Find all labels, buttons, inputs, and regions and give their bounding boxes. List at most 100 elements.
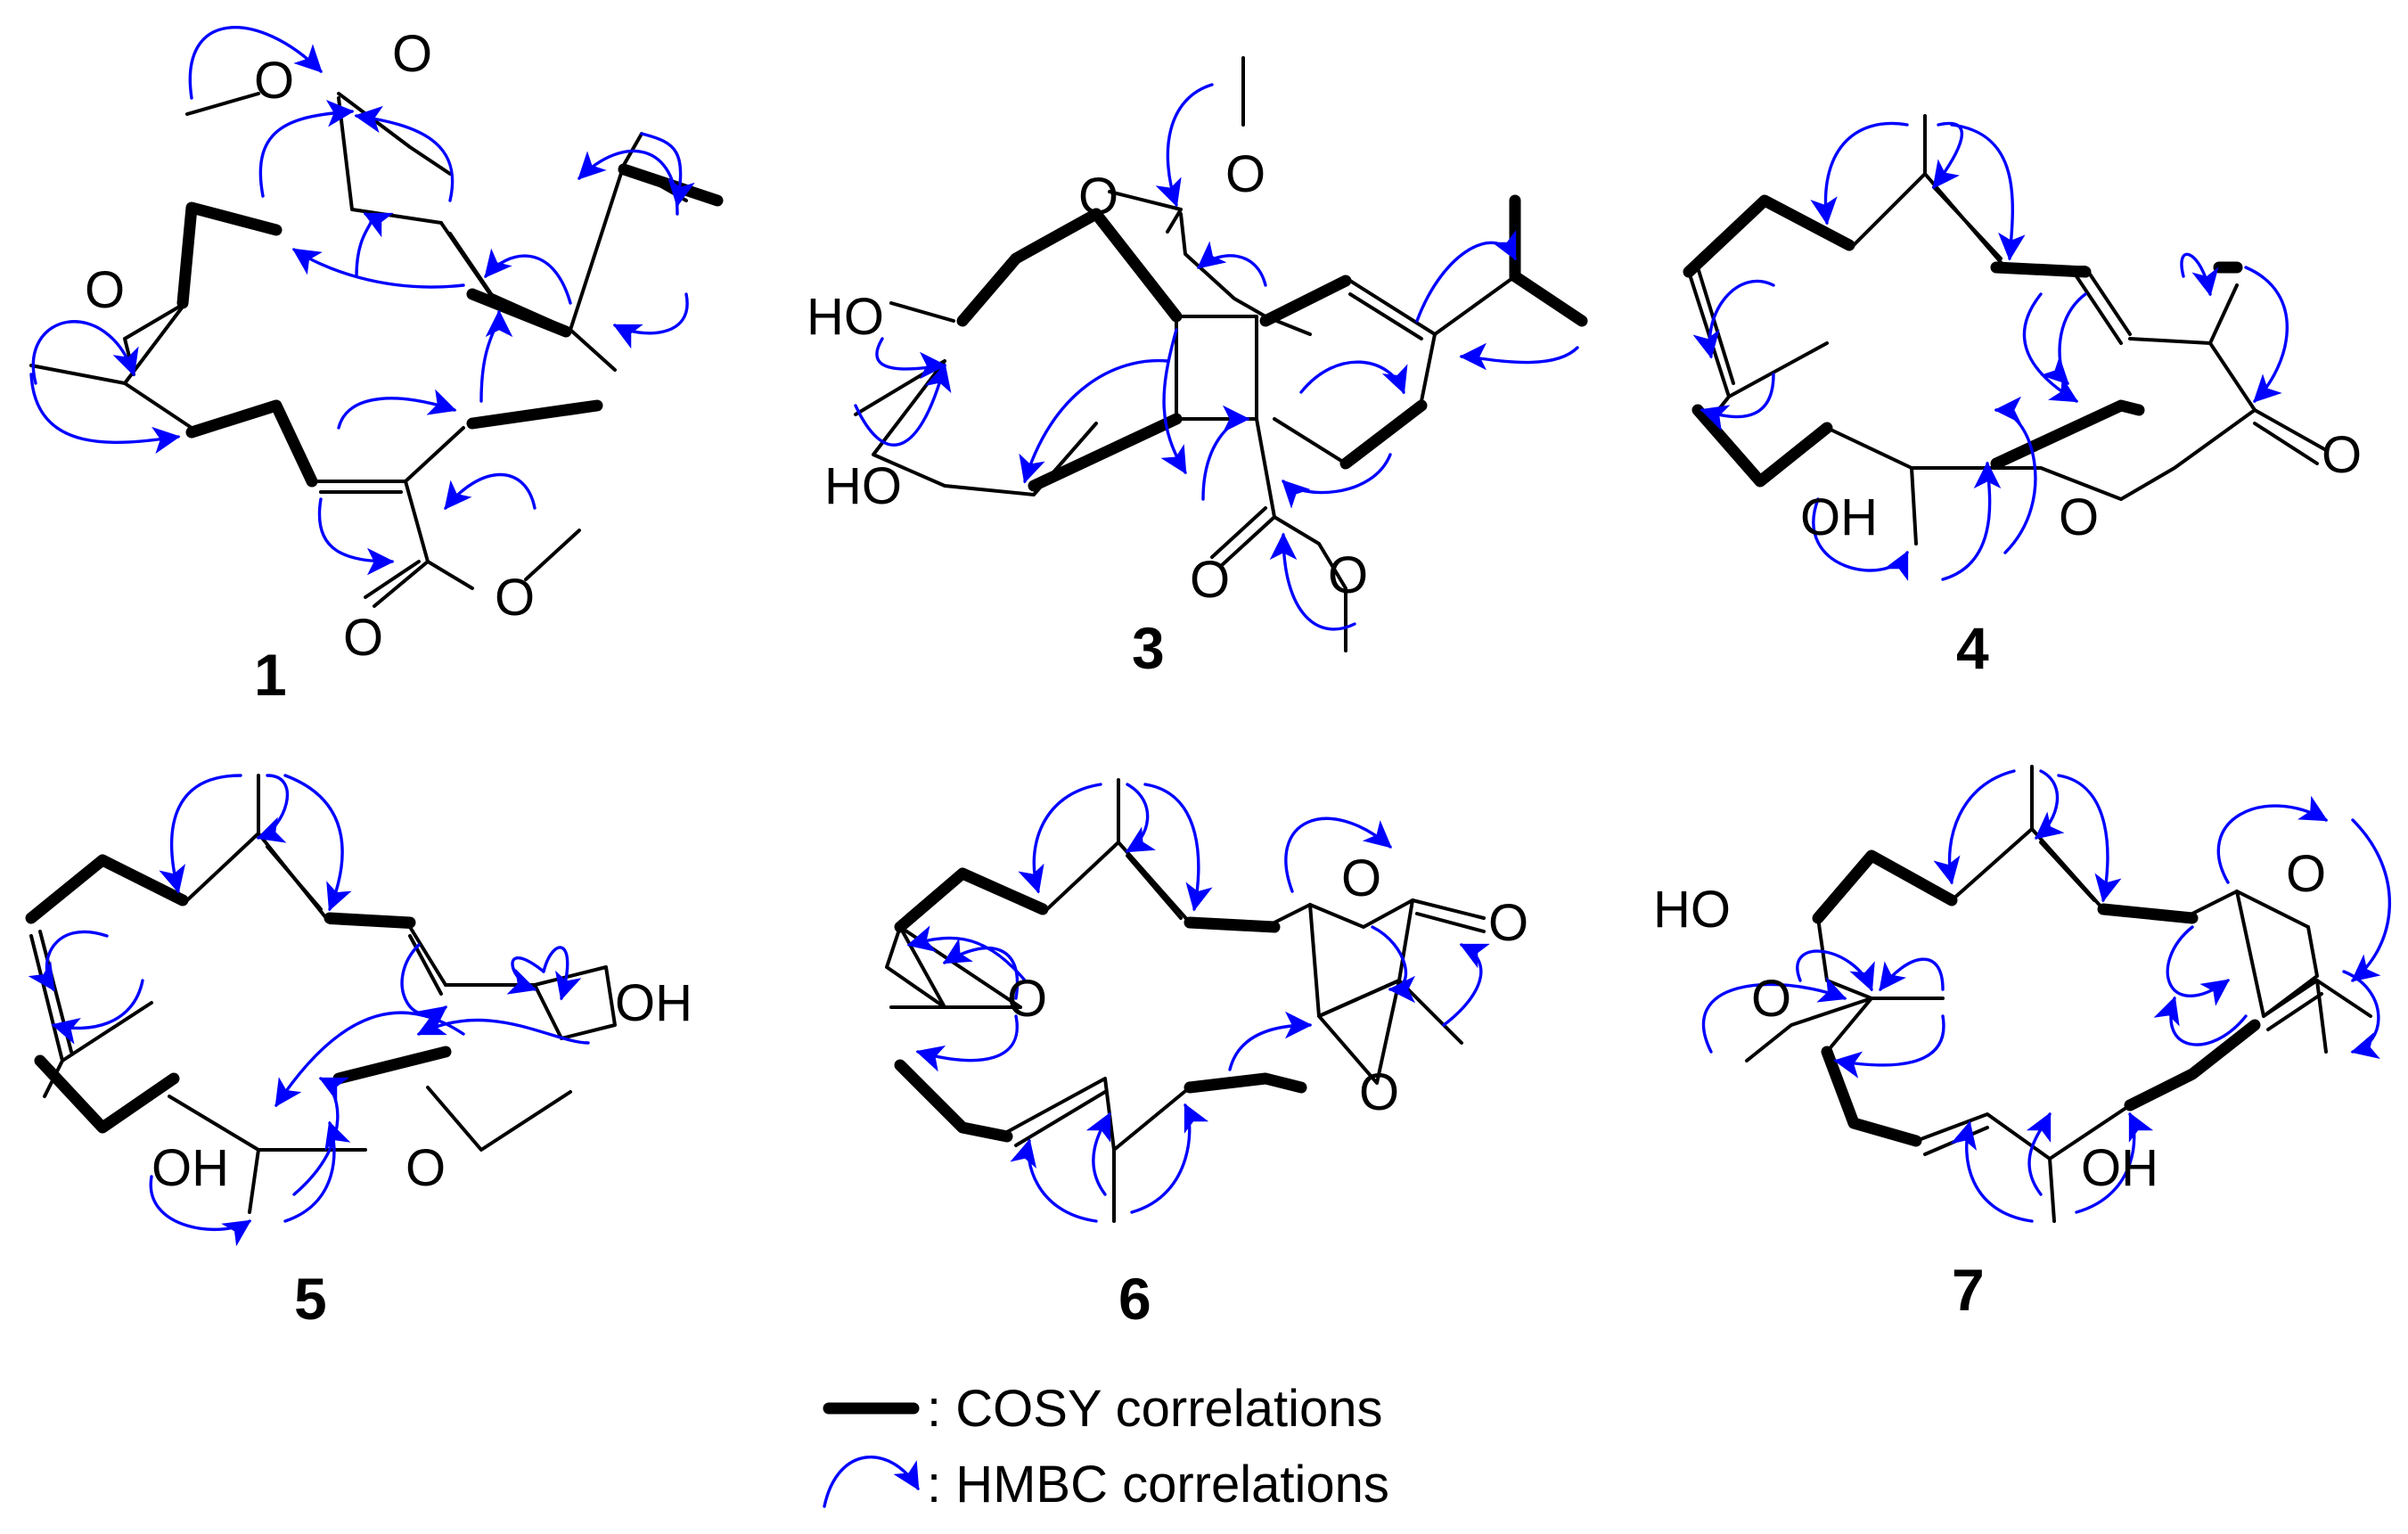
hmbc-6j xyxy=(906,925,1027,982)
lower-olefin xyxy=(315,426,465,483)
chain-top xyxy=(337,96,443,225)
hmbc-5b xyxy=(256,774,290,843)
hmbc-7d xyxy=(2216,795,2329,884)
db2 xyxy=(408,934,443,996)
hmbc-6f xyxy=(1442,943,1490,1027)
legend-cosy-label: : COSY correlations xyxy=(927,1380,1382,1438)
hmbc-3c xyxy=(854,363,952,447)
compound-1-structure: O O O O O 1 xyxy=(29,25,724,708)
cosy-b xyxy=(1990,261,2092,278)
cosy-b xyxy=(2097,903,2199,924)
db1 xyxy=(1126,854,1183,920)
left-diol xyxy=(1745,916,1873,1062)
bottom-ester xyxy=(1210,417,1347,652)
compound-label: 4 xyxy=(1956,615,1989,681)
cyclobutane xyxy=(1175,315,1258,421)
hmbc-7a xyxy=(1933,769,2016,885)
hmbc-3j xyxy=(1282,453,1392,509)
ester-bottom xyxy=(373,480,474,608)
hmbc-7j xyxy=(1879,957,1945,992)
hmbc-4c xyxy=(1950,123,2026,261)
atom-O: O xyxy=(495,569,535,627)
methoxy-top xyxy=(185,92,260,116)
methoxy-bottom xyxy=(524,529,581,581)
hmbc-4h xyxy=(1692,279,1775,359)
cosy-a xyxy=(25,854,189,924)
cosy-d xyxy=(1990,399,2145,470)
hmbc-3k xyxy=(1269,532,1356,631)
hmbc-3f xyxy=(1197,241,1267,287)
hmbc-3g xyxy=(1299,360,1408,395)
cosy-c xyxy=(894,1059,1013,1143)
atom-O: O xyxy=(1190,551,1230,609)
compound-7-structure: HO O O OH 7 xyxy=(1653,765,2391,1323)
hmbc-1o xyxy=(444,473,536,510)
hmbc-3l xyxy=(1201,405,1250,501)
hmbc-7g xyxy=(2166,925,2231,1006)
atom-OH: OH xyxy=(1800,488,1878,546)
hmbc-5l xyxy=(283,1120,351,1223)
hmbc-7e xyxy=(2351,818,2391,982)
hmbc-6m xyxy=(1130,1103,1209,1214)
hmbc-4a xyxy=(1810,121,1909,226)
cosy-d xyxy=(1184,1072,1307,1094)
cosy-c xyxy=(1691,404,1833,488)
hmbc-4g xyxy=(2244,266,2289,403)
hmbc-3d xyxy=(1019,358,1169,484)
legend-hmbc-swatch xyxy=(823,1456,920,1508)
hmbc-6k xyxy=(1010,1138,1098,1223)
atom-OH: OH xyxy=(152,1139,229,1197)
hmbc-6a xyxy=(1018,783,1102,894)
hmbc-3i xyxy=(1459,342,1579,371)
cosy-a xyxy=(1812,849,1958,924)
co-dbl xyxy=(2253,422,2319,465)
atom-O: O xyxy=(1488,894,1528,952)
compound-label: 7 xyxy=(1952,1257,1985,1323)
atom-O: O xyxy=(405,1139,446,1197)
atom-O: O xyxy=(1751,970,1791,1028)
cosy-b xyxy=(1184,916,1281,933)
atom-O: O xyxy=(1359,1063,1399,1121)
hmbc-1c xyxy=(354,105,455,202)
compound-label: 6 xyxy=(1118,1266,1151,1332)
hmbc-5d xyxy=(400,943,448,1034)
legend: : COSY correlations : HMBC correlations xyxy=(823,1380,1389,1513)
furan xyxy=(2235,890,2319,1018)
hmbc-6c xyxy=(1143,783,1213,912)
hmbc-5c xyxy=(283,774,352,912)
hmbc-1b xyxy=(258,99,355,198)
hmbc-1f xyxy=(484,248,572,305)
hmbc-5i xyxy=(28,930,109,992)
atom-HO: HO xyxy=(807,288,884,346)
atom-O: O xyxy=(1078,168,1118,226)
compound-6-structure: O O O O 6 xyxy=(885,778,1528,1332)
hmbc-3a xyxy=(1155,83,1214,208)
hmbc-7c xyxy=(2057,774,2122,903)
cosy-e xyxy=(466,399,603,430)
cosy-b xyxy=(324,912,416,929)
cosy-a xyxy=(894,867,1049,933)
atom-O: O xyxy=(85,261,125,319)
hmbc-4k xyxy=(1941,461,2002,581)
atom-O: O xyxy=(1225,145,1265,203)
hmbc-7b xyxy=(2035,769,2065,840)
ester-top-bond xyxy=(337,92,452,176)
hmbc-4l xyxy=(1994,396,2037,554)
hmbc-3b xyxy=(875,337,947,380)
hmbc-1m xyxy=(337,389,457,430)
compound-label: 3 xyxy=(1132,615,1165,681)
hmbc-1j xyxy=(479,309,513,403)
db3 xyxy=(1696,266,1735,385)
atom-O: O xyxy=(392,25,432,83)
hmbc-5h xyxy=(416,1010,590,1045)
db1 xyxy=(266,845,323,911)
hmbc-3h xyxy=(1415,230,1517,323)
atom-O: O xyxy=(1007,970,1047,1028)
db2 xyxy=(1014,1090,1107,1147)
atom-O: O xyxy=(1341,849,1381,907)
hmbc-1n xyxy=(317,497,395,576)
hmbc-6l xyxy=(1085,1112,1111,1196)
db2 xyxy=(2075,275,2123,345)
hmbc-1k xyxy=(31,320,139,385)
compound-label: 1 xyxy=(254,642,287,708)
